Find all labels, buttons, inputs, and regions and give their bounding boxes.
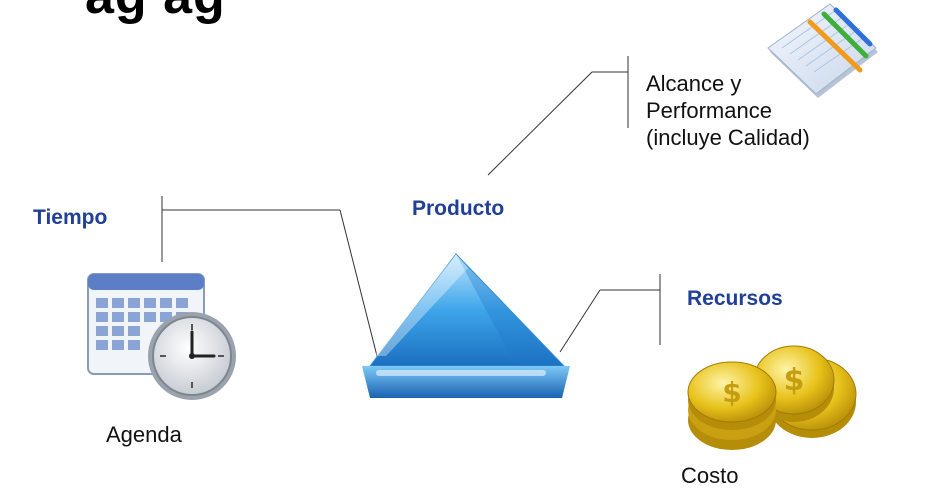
alcance-caption-line-2: Performance	[646, 98, 772, 123]
recursos-heading: Recursos	[687, 287, 783, 310]
tiempo-heading: Tiempo	[33, 206, 108, 229]
calendar-clock-icon	[84, 268, 244, 403]
svg-text:$: $	[784, 363, 805, 398]
alcance-caption-line-1: Alcance y	[646, 71, 742, 96]
svg-text:$: $	[722, 376, 741, 409]
slide-title-fragment: ag ag	[85, 0, 226, 26]
triangle-prism-icon	[356, 248, 576, 408]
notepad-pencils-icon	[762, 0, 882, 100]
alcance-caption: Alcance y Performance (incluye Calidad)	[646, 70, 810, 151]
gold-coins-icon: $ $	[682, 340, 862, 455]
producto-heading: Producto	[412, 197, 505, 220]
agenda-caption: Agenda	[106, 422, 182, 447]
alcance-caption-line-3: (incluye Calidad)	[646, 125, 810, 150]
costo-caption: Costo	[681, 463, 739, 488]
